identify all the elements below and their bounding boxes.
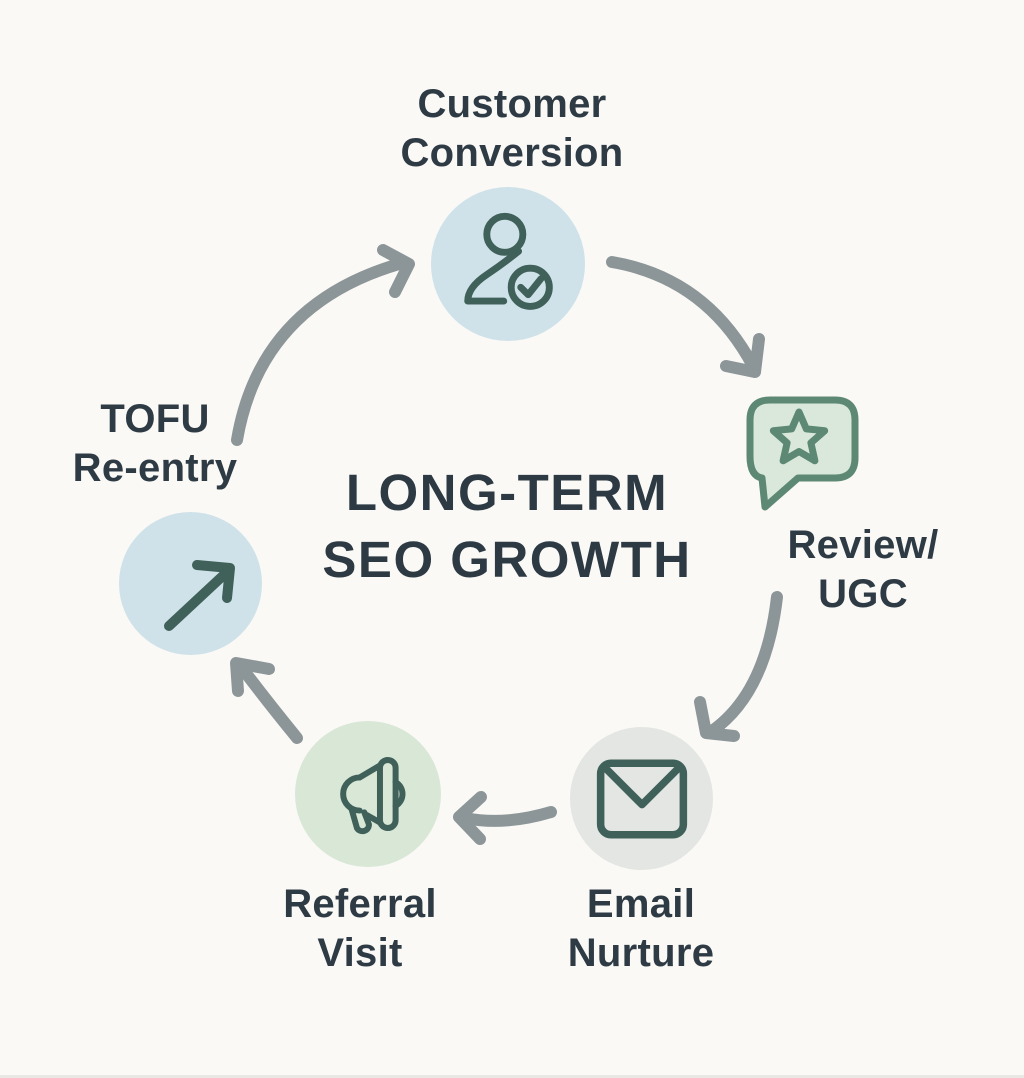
- stage-label-referral-visit: Referral Visit: [283, 880, 437, 978]
- arrow-up-right-icon: [163, 559, 235, 631]
- stage-label-tofu-reentry: TOFU Re-entry: [73, 395, 238, 493]
- stage-label-line: Review/: [787, 523, 939, 567]
- stage-node-tofu-reentry: [119, 512, 262, 655]
- stage-node-review-ugc: [742, 394, 860, 512]
- stage-label-customer-conversion: Customer Conversion: [400, 80, 623, 178]
- bottom-edge-divider: [0, 1075, 1024, 1078]
- flow-arrow-customer-to-review: [606, 256, 765, 378]
- stage-label-line: Visit: [317, 931, 403, 976]
- stage-label-line: UGC: [818, 572, 908, 617]
- flow-arrow-review-to-email: [694, 591, 783, 742]
- stage-label-line: Nurture: [567, 931, 715, 976]
- stage-node-email-nurture: [570, 727, 713, 870]
- stage-node-customer-conversion: [431, 187, 585, 341]
- stage-label-line: Email: [586, 882, 696, 926]
- flow-arrow-referral-to-tofu: [230, 657, 303, 744]
- diagram-title-line2: SEO GROWTH: [322, 530, 692, 588]
- star-speech-bubble-icon: [746, 396, 859, 511]
- stage-label-email-nurture: Email Nurture: [568, 880, 715, 978]
- diagram-title-line1: LONG-TERM: [345, 464, 669, 521]
- diagram-title: LONG-TERM SEO GROWTH: [322, 460, 691, 594]
- flow-arrow-tofu-to-customer: [231, 244, 415, 446]
- user-check-icon: [464, 212, 553, 310]
- stage-node-referral-visit: [295, 721, 441, 867]
- stage-label-line: Re-entry: [72, 446, 238, 491]
- stage-label-line: Referral: [283, 882, 437, 926]
- envelope-icon: [596, 759, 687, 838]
- stage-label-line: TOFU: [100, 397, 210, 441]
- stage-label-review-ugc: Review/ UGC: [787, 521, 938, 619]
- flow-arrow-email-to-referral: [453, 791, 557, 845]
- stage-label-line: Conversion: [400, 131, 624, 176]
- megaphone-icon: [340, 756, 406, 835]
- stage-label-line: Customer: [417, 82, 607, 126]
